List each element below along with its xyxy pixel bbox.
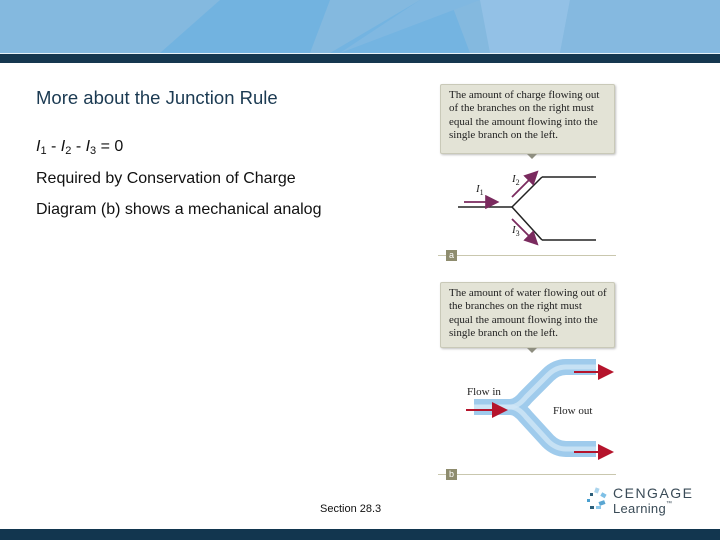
eq-sub3: 3 [90, 145, 97, 157]
eq-i3: I [85, 138, 91, 155]
figure-b-rule [438, 474, 616, 475]
logo-word-learning: Learning™ [613, 501, 673, 516]
bullet-conservation: Required by Conservation of Charge [36, 170, 296, 187]
callout-pointer [527, 154, 537, 159]
logo-word-cengage: CENGAGE [613, 485, 694, 501]
junction-diagram-a: I1 I2 I3 [440, 165, 620, 255]
cengage-logo: CENGAGE Learning™ [585, 485, 695, 519]
callout-charge-text: The amount of charge flowing out of the … [449, 89, 600, 142]
eq-i1: I [36, 138, 41, 155]
eq-op2: - [71, 138, 86, 155]
callout-charge: The amount of charge flowing out of the … [440, 84, 615, 159]
header-separator [0, 53, 720, 54]
slide-header-banner [0, 0, 720, 53]
figure-a-rule [438, 255, 616, 256]
footer-band [0, 529, 720, 540]
cengage-mark-icon [587, 487, 607, 509]
slide-title: More about the Junction Rule [36, 87, 278, 108]
figure-a-tag: a [446, 250, 457, 261]
callout-water-text: The amount of water flowing out of the b… [449, 287, 607, 340]
callout-pointer [527, 348, 537, 353]
label-flow-in: Flow in [467, 386, 501, 398]
eq-sub2: 2 [65, 145, 72, 157]
bullet-mechanical-analog: Diagram (b) shows a mechanical analog [36, 201, 322, 218]
header-band [0, 54, 720, 63]
section-number: Section 28.3 [320, 503, 382, 515]
label-i2: I2 [512, 173, 520, 188]
label-i1: I1 [476, 183, 484, 198]
junction-equation: I1 - I2 - I3 = 0 [36, 136, 123, 162]
eq-sub1: 1 [40, 145, 47, 157]
eq-rhs: = 0 [96, 138, 124, 155]
circuit-junction-icon [458, 170, 596, 246]
figure-b-tag: b [446, 469, 457, 480]
label-i3: I3 [512, 224, 520, 239]
water-pipe-icon [466, 359, 614, 460]
eq-i2: I [60, 138, 66, 155]
eq-op1: - [46, 138, 61, 155]
header-decoration [0, 0, 720, 53]
callout-water: The amount of water flowing out of the b… [440, 282, 615, 353]
label-flow-out: Flow out [553, 405, 593, 417]
water-pipe-diagram-b: Flow in Flow out [440, 355, 620, 470]
